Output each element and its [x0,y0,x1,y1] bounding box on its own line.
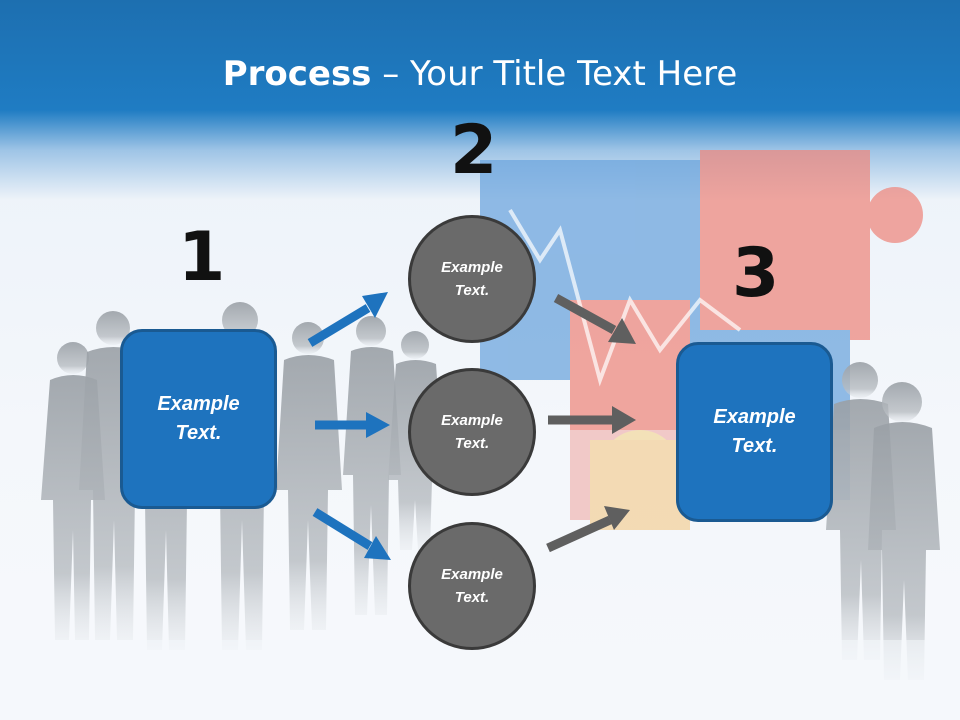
step-2-circle-middle: Example Text. [408,368,536,496]
step-number-3: 3 [732,234,780,313]
step-1-box: Example Text. [120,329,277,509]
step-1-text: Example Text. [157,393,240,444]
arrow-circle-top-to-box3 [553,294,636,344]
step-2-circle-top: Example Text. [408,215,536,343]
step-2-circle-bottom-text: Example Text. [441,566,503,606]
arrow-box1-to-circle-middle [315,412,390,438]
title-rest: – Your Title Text Here [371,54,738,94]
arrow-box1-to-circle-bottom [312,508,391,560]
arrow-circle-middle-to-box3 [548,406,636,434]
arrow-box1-to-circle-top [307,292,388,347]
slide-title: Process – Your Title Text Here [0,54,960,94]
step-3-text: Example Text. [713,406,796,457]
step-2-circle-bottom: Example Text. [408,522,536,650]
people-silhouettes-right [826,362,940,680]
step-number-2: 2 [450,111,498,190]
step-2-circle-top-text: Example Text. [441,259,503,299]
step-2-circle-middle-text: Example Text. [441,412,503,452]
title-bold: Process [222,54,372,94]
step-3-box: Example Text. [676,342,833,522]
arrow-circle-bottom-to-box3 [546,506,630,553]
step-number-1: 1 [178,218,226,297]
